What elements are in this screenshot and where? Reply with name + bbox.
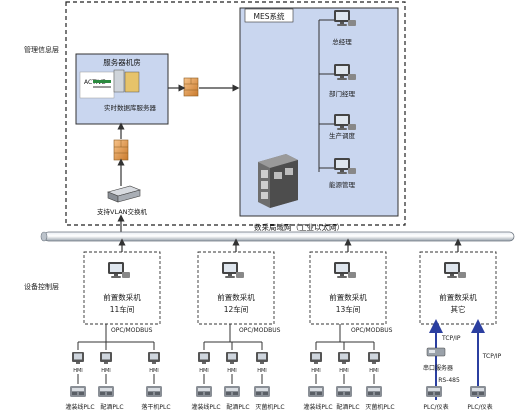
plc-label: 配酒PLC (336, 403, 359, 411)
protocol-label-12: OPC/MODBUS (239, 327, 281, 334)
database-server-icon (113, 69, 140, 93)
client-label-1: 总经理 (332, 37, 352, 46)
switch-label: 支持VLAN交换机 (97, 207, 148, 216)
server-logo: ACTIVE (79, 71, 115, 99)
hmi-label: HMI (369, 368, 379, 374)
client-label-4: 能源管理 (329, 180, 356, 189)
device-group-13: HMI HMI HMI 灌装线PLC 配酒PLC 灭菌机PLC (303, 324, 395, 411)
protocol-label-11: OPC/MODBUS (111, 327, 153, 334)
client-label-2: 部门经理 (329, 89, 356, 98)
hmi-label: HMI (73, 368, 83, 374)
protocol-label-13: OPC/MODBUS (351, 327, 393, 334)
mes-title: MES系统 (254, 11, 285, 21)
plc-label: 灌装线PLC (303, 403, 332, 411)
mes-client-3: 生产调度 (329, 114, 356, 140)
management-layer-label: 管理信息层 (24, 45, 59, 54)
management-zone-border (65, 1, 406, 226)
serial-server-icon (426, 347, 446, 357)
plc-label: 灭菌机PLC (255, 403, 284, 411)
plc-label: 灌装线PLC (191, 403, 220, 411)
client-label-3: 生产调度 (329, 131, 356, 140)
plc-icon (308, 386, 324, 397)
hmi-label: HMI (101, 368, 111, 374)
plc-icon (98, 386, 114, 397)
server-cabinet-icon (258, 154, 298, 208)
plc-icon (366, 386, 382, 397)
mes-client-2: 部门经理 (329, 64, 356, 98)
plc-icon (146, 386, 162, 397)
server-room-title: 服务器机房 (103, 57, 141, 67)
plc-icon (70, 386, 86, 397)
tcpip-label-2: TCP/IP (482, 353, 502, 360)
hmi-icon (198, 352, 210, 364)
collector-title: 前置数采机 (439, 292, 477, 302)
plc-icon (336, 386, 352, 397)
protocol-label-other: TCP/IP (441, 335, 461, 342)
device-group-11: HMI HMI HMI 灌装线PLC 配酒PLC 落干机PLC (65, 324, 171, 411)
plc-icon (470, 386, 486, 397)
hmi-icon (226, 352, 238, 364)
plc-icon (196, 386, 212, 397)
hmi-icon (100, 352, 112, 364)
plc-meter-label: PLC/仪表 (423, 403, 448, 411)
device-control-layer-label: 设备控制层 (24, 282, 59, 291)
database-server-label: 实时数据库服务器 (104, 103, 157, 112)
plc-icon (254, 386, 270, 397)
mes-client-1: 总经理 (332, 10, 356, 46)
hmi-label: HMI (227, 368, 237, 374)
hmi-icon (310, 352, 322, 364)
collector-title: 前置数采机 (103, 292, 141, 302)
collector-workshop: 12车间 (224, 304, 249, 314)
hmi-label: HMI (257, 368, 267, 374)
plc-label: 配酒PLC (100, 403, 123, 411)
device-group-12: HMI HMI HMI 灌装线PLC 配酒PLC 灭菌机PLC (191, 324, 285, 411)
collector-workshop: 13车间 (336, 304, 361, 314)
device-group-other: 串口服务器 RS-485 TCP/IP PLC/仪表 PLC/仪表 (423, 319, 502, 411)
serial-server-label: 串口服务器 (423, 364, 453, 372)
hmi-icon (338, 352, 350, 364)
network-label: 数采局域网（工业以太网） (254, 222, 344, 232)
mes-title-box (244, 8, 294, 23)
plc-icon (426, 386, 442, 397)
industrial-ethernet-bus (40, 231, 515, 242)
collector-11: 前置数采机 11车间 (83, 251, 161, 325)
collector-workshop: 11车间 (110, 304, 135, 314)
collector-13: 前置数采机 13车间 (309, 251, 387, 325)
collector-title: 前置数采机 (217, 292, 255, 302)
plc-label: 灭菌机PLC (365, 403, 394, 411)
hmi-label: HMI (339, 368, 349, 374)
collector-12: 前置数采机 12车间 (197, 251, 275, 325)
plc-label: 灌装线PLC (65, 403, 94, 411)
collector-title: 前置数采机 (329, 292, 367, 302)
hmi-label: HMI (199, 368, 209, 374)
firewall-icon (183, 77, 199, 97)
collector-workshop: 其它 (451, 304, 466, 314)
hmi-label: HMI (311, 368, 321, 374)
plc-icon (224, 386, 240, 397)
firewall-icon (113, 139, 129, 161)
hmi-label: HMI (149, 368, 159, 374)
plc-label: 配酒PLC (226, 403, 249, 411)
collector-other: 前置数采机 其它 (419, 251, 497, 325)
vlan-switch-icon (107, 185, 141, 203)
rs485-label: RS-485 (438, 377, 460, 384)
plc-label: 落干机PLC (141, 403, 170, 411)
hmi-icon (72, 352, 84, 364)
plc-meter-label: PLC/仪表 (467, 403, 492, 411)
mes-client-4: 能源管理 (329, 158, 356, 189)
hmi-icon (148, 352, 160, 364)
hmi-icon (256, 352, 268, 364)
hmi-icon (368, 352, 380, 364)
